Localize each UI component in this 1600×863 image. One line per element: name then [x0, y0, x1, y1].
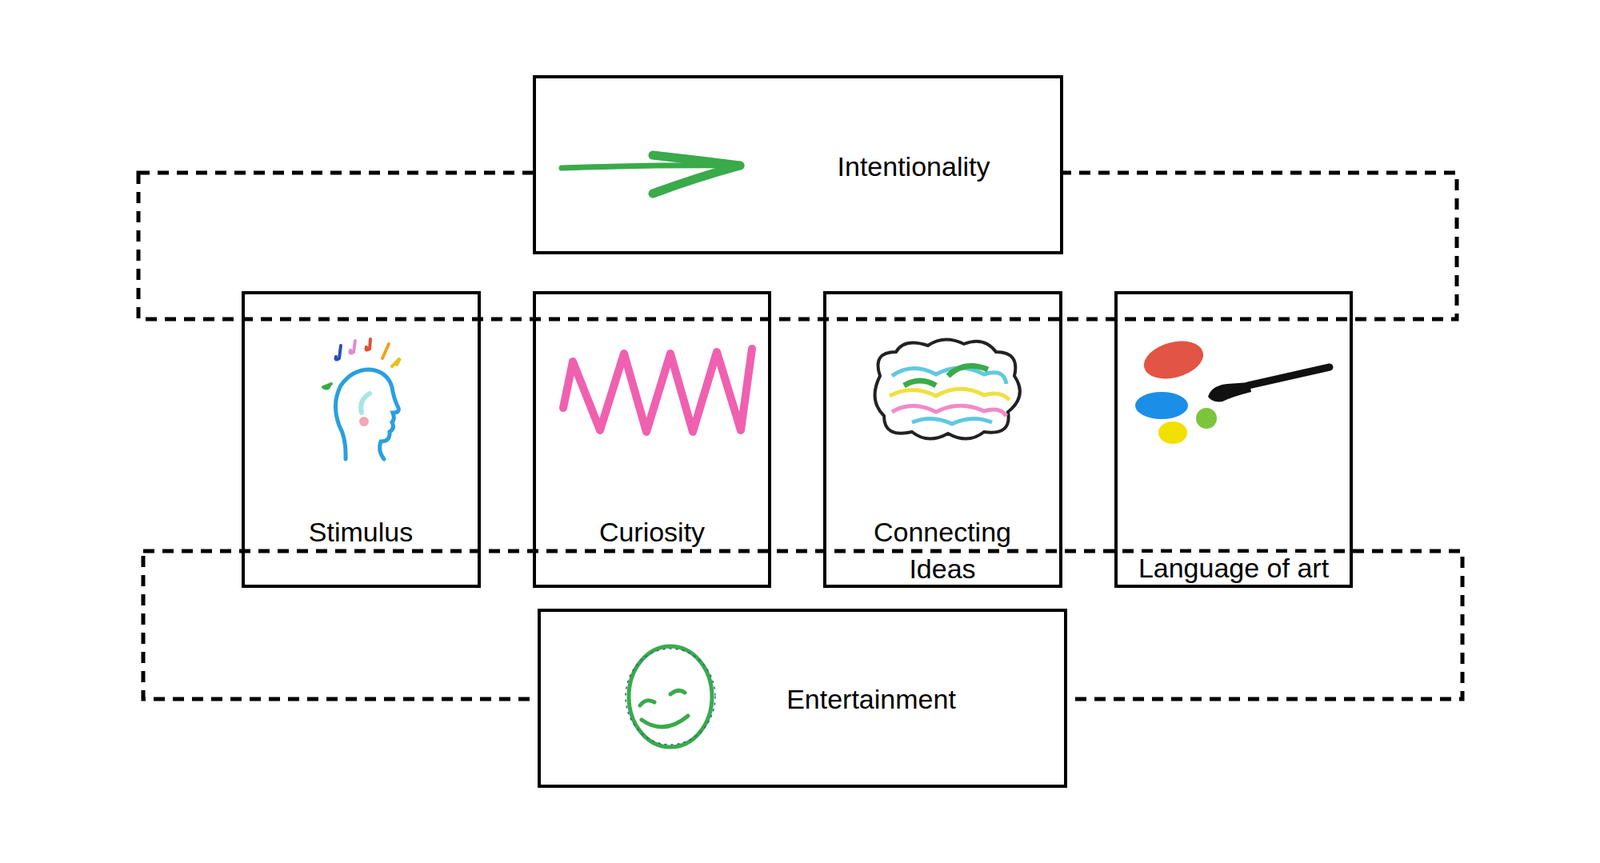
- process-box: Language of art: [1114, 291, 1353, 588]
- paint-icon: [1135, 335, 1330, 444]
- box-label: Curiosity: [599, 516, 705, 548]
- label-holder: Curiosity: [540, 513, 764, 551]
- box-label: Connecting Ideas: [873, 516, 1012, 584]
- box-label: Stimulus: [308, 516, 413, 548]
- process-box: Entertainment: [537, 608, 1068, 788]
- process-box: Stimulus: [241, 291, 481, 588]
- label-holder: Entertainment: [671, 680, 1072, 718]
- zigzag-icon: [563, 348, 752, 432]
- cloud-icon: [875, 339, 1020, 439]
- box-label: Intentionality: [837, 151, 991, 182]
- label-holder: Connecting Ideas: [854, 513, 1031, 588]
- smiley-icon: [625, 646, 716, 748]
- head-icon: [323, 339, 400, 460]
- process-box: Curiosity: [532, 291, 772, 588]
- label-holder: Stimulus: [248, 513, 473, 551]
- label-holder: Intentionality: [713, 148, 1114, 185]
- arrow-icon: [561, 155, 740, 194]
- box-label: Language of art: [1138, 552, 1329, 584]
- process-box: Connecting Ideas: [823, 291, 1063, 588]
- label-holder: Language of art: [1117, 549, 1350, 587]
- box-label: Entertainment: [786, 684, 956, 715]
